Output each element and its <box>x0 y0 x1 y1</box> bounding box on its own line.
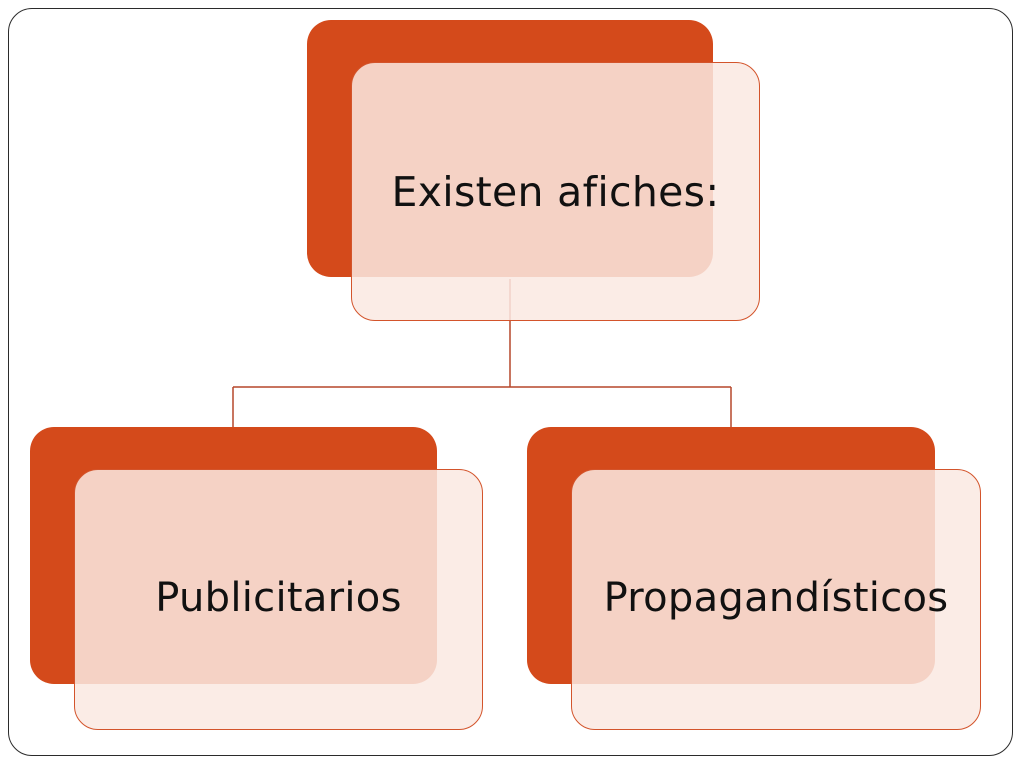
root-node-box <box>351 62 760 321</box>
child-node-label-wrap-propagandisticos: Propagandísticos <box>571 498 981 698</box>
child-node-box-propagandisticos <box>571 469 981 730</box>
root-node-label: Existen afiches: <box>391 168 720 216</box>
root-node-label-wrap: Existen afiches: <box>351 88 760 296</box>
child-node-box-publicitarios <box>74 469 483 730</box>
child-node-label-publicitarios: Publicitarios <box>155 575 402 621</box>
child-node-label-propagandisticos: Propagandísticos <box>603 575 949 621</box>
child-node-label-wrap-publicitarios: Publicitarios <box>74 498 483 698</box>
